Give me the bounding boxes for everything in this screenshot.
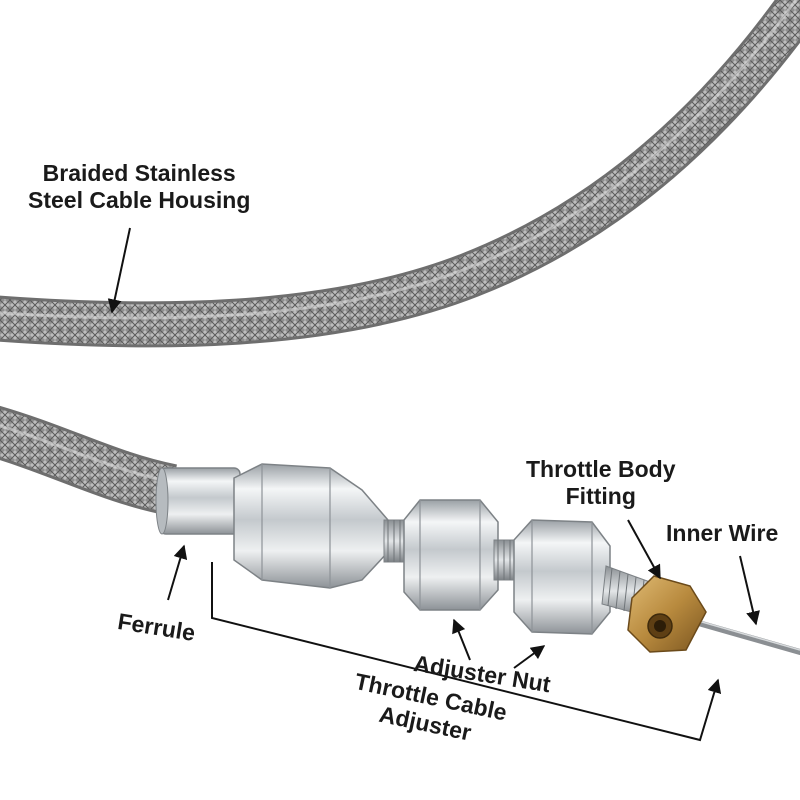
ferrule-part xyxy=(155,467,241,535)
label-throttle-body-fitting-line-1: Throttle Body xyxy=(526,456,676,482)
adjuster-body xyxy=(233,463,389,589)
label-cable-housing-line-2: Steel Cable Housing xyxy=(28,187,251,213)
label-throttle-body-fitting-line-2: Fitting xyxy=(565,483,636,509)
adjuster-bracket xyxy=(211,562,722,742)
arrow-ferrule xyxy=(167,544,188,601)
adjuster-nut-2 xyxy=(513,519,611,635)
braided-housing-upper xyxy=(0,0,800,348)
label-cable-housing-line-1: Braided Stainless xyxy=(42,160,236,186)
arrow-adjuster-nut-right xyxy=(513,645,546,669)
arrow-housing xyxy=(107,227,131,314)
arrow-throttle-body-fitting xyxy=(627,519,661,580)
braided-housing-lower xyxy=(0,405,178,516)
arrows xyxy=(107,227,760,742)
arrow-inner-wire xyxy=(739,555,760,626)
throttle-body-fitting-part xyxy=(627,575,707,653)
label-cable-housing: Braided Stainless Steel Cable Housing xyxy=(28,160,250,214)
label-throttle-body-fitting: Throttle Body Fitting xyxy=(526,456,676,510)
adjuster-nut-1 xyxy=(403,499,499,611)
arrow-adjuster-nut-left xyxy=(452,618,471,661)
label-inner-wire: Inner Wire xyxy=(666,520,779,546)
